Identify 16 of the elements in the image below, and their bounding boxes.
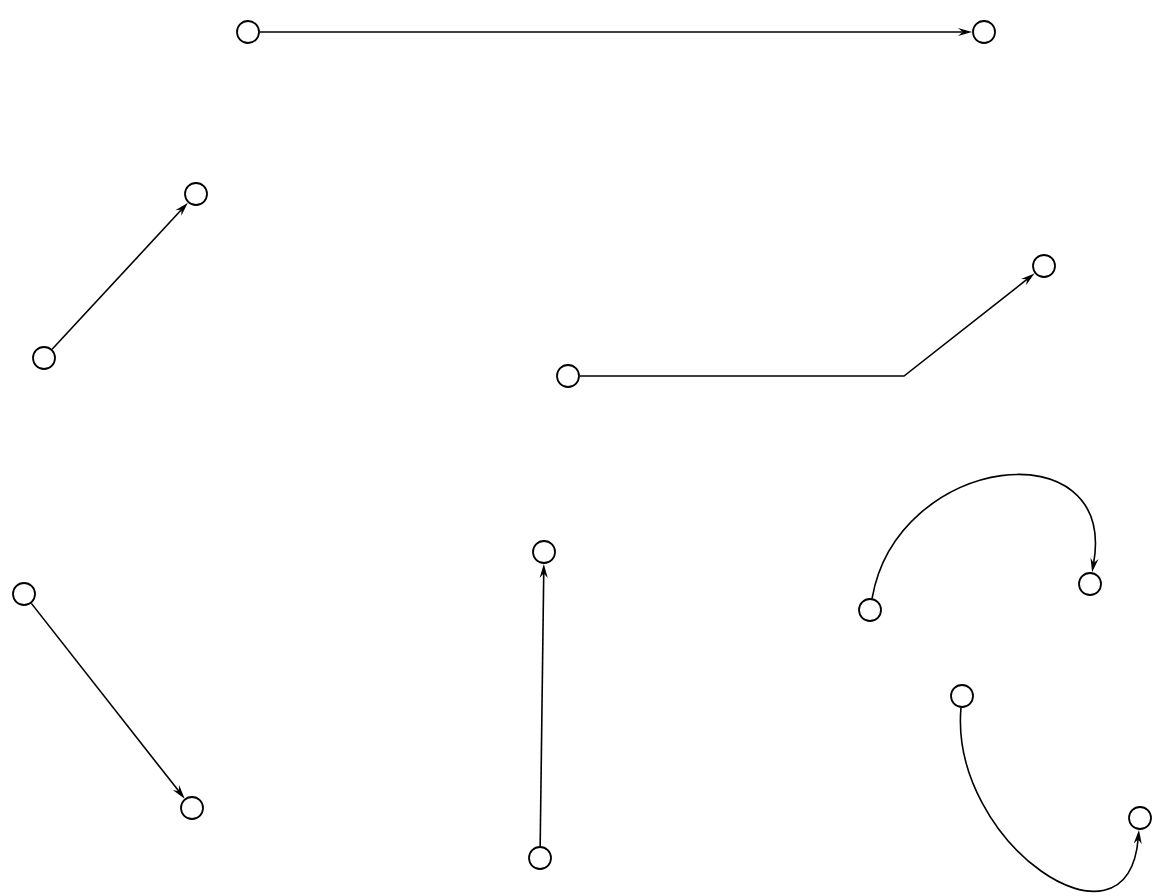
small-circle	[556, 364, 580, 388]
small-circle	[532, 540, 556, 564]
small-circle	[950, 684, 974, 708]
small-circle	[1128, 806, 1152, 830]
small-circle	[858, 598, 882, 622]
small-circle	[236, 20, 260, 44]
small-circle	[184, 182, 208, 206]
small-circle	[1078, 572, 1102, 596]
small-circle	[528, 846, 552, 870]
arrow	[871, 474, 1099, 600]
arrow	[960, 707, 1142, 892]
small-circle	[32, 346, 56, 370]
small-circle	[1032, 254, 1056, 278]
small-circle	[972, 20, 996, 44]
small-circle	[180, 796, 204, 820]
small-circle	[12, 582, 36, 606]
